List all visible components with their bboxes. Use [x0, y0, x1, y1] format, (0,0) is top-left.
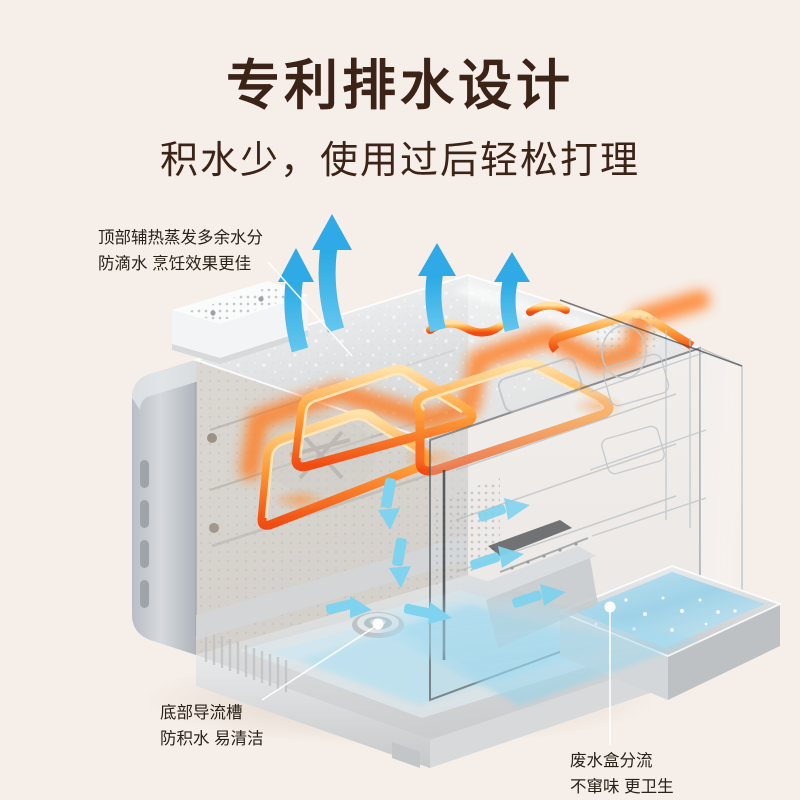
marker-dot-tray — [604, 601, 616, 613]
steam-arrow-3 — [418, 243, 456, 332]
callout-bottom-left-line2: 防积水 易清洁 — [160, 730, 264, 749]
steam-arrows-up — [278, 214, 530, 353]
steam-arrow-4 — [494, 252, 530, 332]
callout-top-line1: 顶部辅热蒸发多余水分 — [98, 229, 263, 247]
drain-arrow-channel-2 — [511, 584, 566, 608]
drain-arrows — [325, 477, 566, 624]
callout-leader-lines — [261, 261, 616, 745]
steam-arrow-1 — [278, 248, 314, 353]
drain-arrow-to-drain — [325, 596, 372, 618]
drain-arrow-out-1 — [403, 602, 452, 624]
oven-right-transparent-panel — [559, 299, 743, 601]
callout-top: 顶部辅热蒸发多余水分 防滴水 烹饪效果更佳 — [98, 225, 263, 278]
callout-bottom-left: 底部导流槽 防积水 易清洁 — [160, 700, 264, 753]
drain-arrow-channel-1 — [469, 546, 524, 570]
leader-line-top — [267, 261, 353, 357]
drain-arrow-down-1 — [378, 477, 400, 530]
callout-bottom-left-line1: 底部导流槽 — [160, 704, 243, 722]
callout-bottom-right: 废水盒分流 不窜味 更卫生 — [570, 748, 674, 800]
side-vent-slots — [140, 460, 149, 608]
leader-line-bottom-left — [261, 625, 377, 701]
callout-bottom-right-line2: 不窜味 更卫生 — [570, 778, 674, 797]
callout-top-line2: 防滴水 烹饪效果更佳 — [98, 255, 252, 274]
coil-loop-front — [257, 409, 433, 530]
top-vent-box — [172, 281, 308, 364]
page-title: 专利排水设计 — [226, 56, 574, 116]
callout-bottom-right-line1: 废水盒分流 — [570, 752, 653, 770]
steam-arrow-2 — [312, 214, 352, 333]
coil-loop-mid — [291, 364, 477, 472]
drain-arrow-upper-right — [477, 498, 530, 522]
drain-arrow-down-2 — [389, 537, 411, 588]
marker-dot-drain — [372, 618, 384, 630]
page-subtitle: 积水少，使用过后轻松打理 — [159, 140, 640, 182]
